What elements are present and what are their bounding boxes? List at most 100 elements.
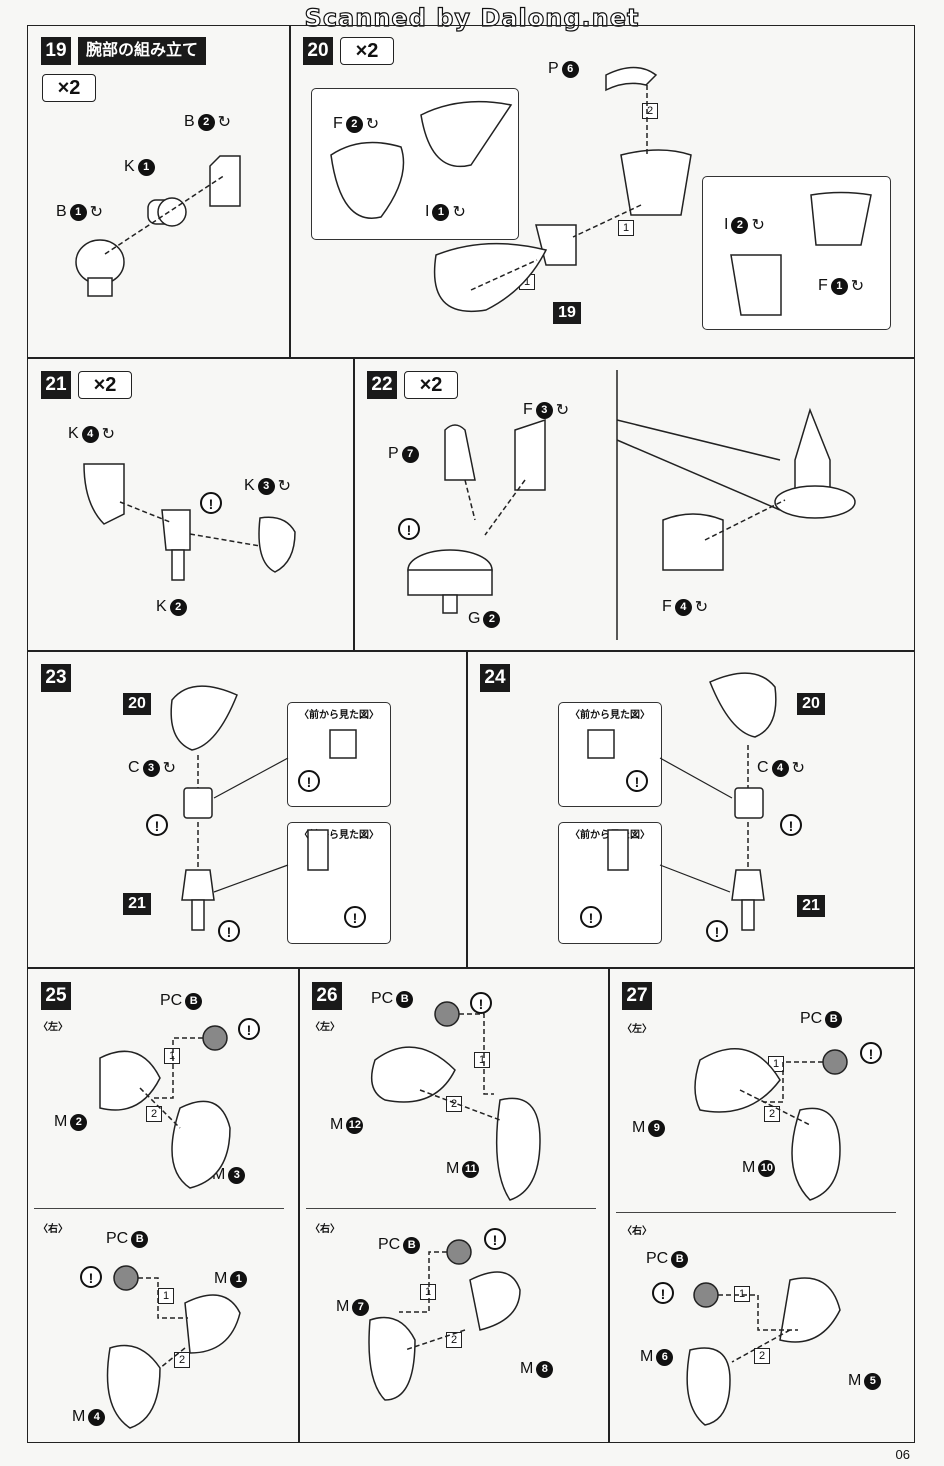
right-hand-label: 〈右〉 [622,1226,652,1237]
order-marker: 2 [446,1096,462,1112]
step-24-drawing [587,672,777,931]
step-22-drawing [407,370,856,640]
caution-icon: ! [398,518,420,540]
order-marker: 2 [754,1348,770,1364]
order-marker: 2 [146,1106,162,1122]
step-20-panel [289,25,915,359]
step-25-panel [27,967,300,1443]
step-number: 27 [622,982,652,1010]
step-19-panel [27,25,291,359]
order-marker: 1 [474,1052,490,1068]
order-marker: 1 [158,1288,174,1304]
caution-icon: ! [484,1228,506,1250]
caution-icon: ! [580,906,602,928]
right-hand-label: 〈右〉 [310,1224,340,1235]
step-reference: 20 [797,693,825,715]
caution-icon: ! [298,770,320,792]
order-marker: 1 [420,1284,436,1300]
step-21-panel [27,357,355,652]
step-25-drawing [99,1025,241,1429]
step-26-drawing [368,1001,541,1401]
step-23-panel [27,650,468,969]
caution-icon: ! [780,814,802,836]
step-reference: 20 [123,693,151,715]
step-21-drawing [83,463,296,581]
caution-icon: ! [706,920,728,942]
step-number: 19 [41,37,71,65]
step-number: 26 [312,982,342,1010]
order-marker: 1 [618,220,634,236]
quantity-badge: ×2 [78,371,132,399]
quantity-badge: ×2 [42,74,96,102]
step-title: 腕部の組み立て [78,37,207,65]
caution-icon: ! [80,1266,102,1288]
step-22-panel [353,357,915,652]
step-number: 24 [480,664,510,692]
step-number: 21 [41,371,71,399]
divider [34,1208,284,1209]
caution-icon: ! [200,492,222,514]
divider [616,1212,896,1213]
caution-icon: ! [218,920,240,942]
left-hand-label: 〈左〉 [622,1024,652,1035]
page-number: 06 [895,1447,910,1462]
order-marker: 1 [734,1286,750,1302]
front-view-inset: 〈前から見た図〉 [287,822,391,944]
caution-icon: ! [344,906,366,928]
quantity-badge: ×2 [340,37,394,65]
step-reference: 21 [123,893,151,915]
caution-icon: ! [652,1282,674,1304]
caution-icon: ! [860,1042,882,1064]
left-hand-label: 〈左〉 [310,1022,340,1033]
step-number: 23 [41,664,71,692]
step-number: 20 [303,37,333,65]
scanner-watermark: Scanned by Dalong.net [304,3,640,32]
step-27-drawing [686,1048,848,1426]
caution-icon: ! [146,814,168,836]
step-26-panel [298,967,610,1443]
quantity-badge: ×2 [404,371,458,399]
step-reference: 21 [797,895,825,917]
order-marker: 2 [446,1332,462,1348]
step-23-drawing [170,685,357,931]
step-number: 22 [367,371,397,399]
caution-icon: ! [626,770,648,792]
step-reference: 19 [553,302,581,324]
step-19-drawing [75,155,241,297]
step-20-drawing [330,66,872,316]
step-24-panel [466,650,915,969]
